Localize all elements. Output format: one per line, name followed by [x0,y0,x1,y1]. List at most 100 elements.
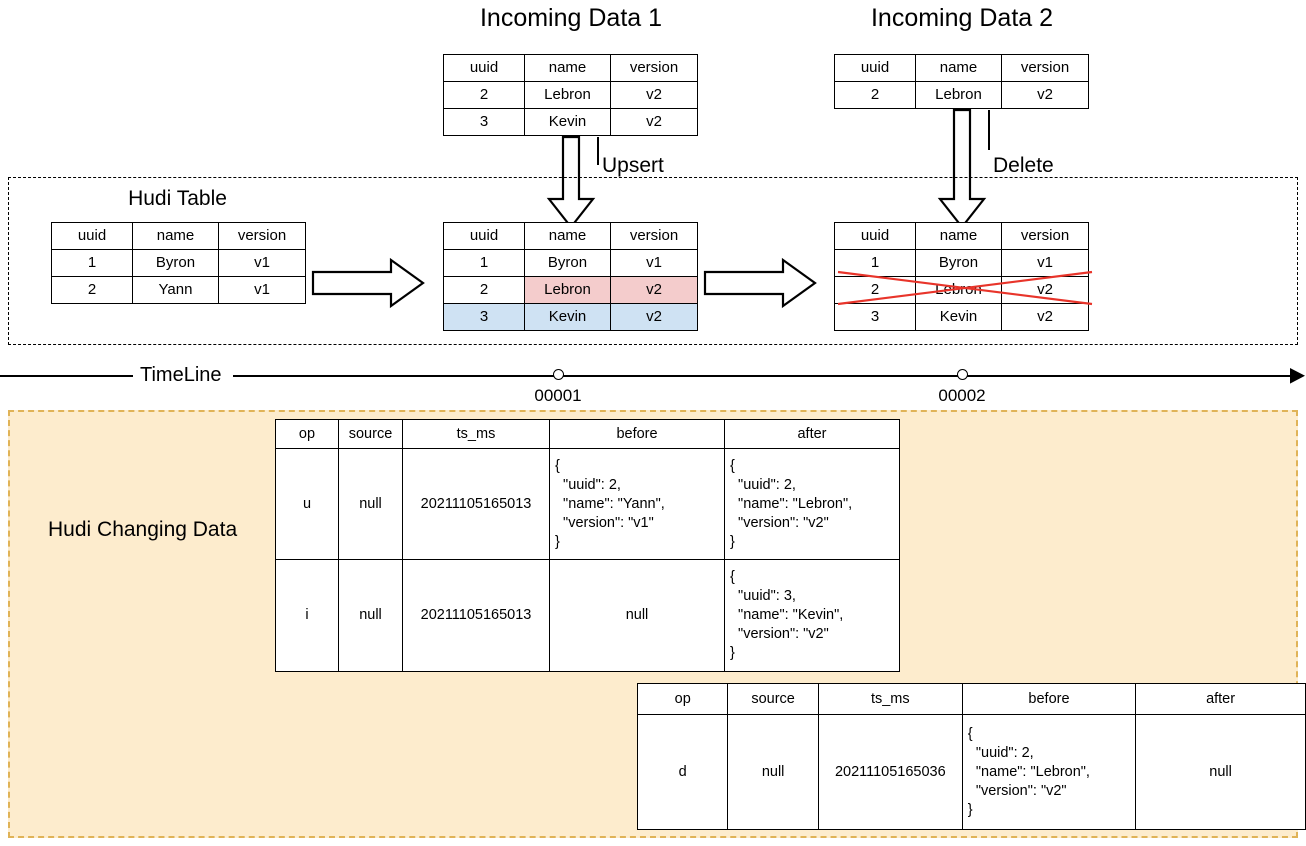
cell-uuid: 3 [443,303,525,331]
column-header-uuid: uuid [443,54,525,82]
table-row: 2 Lebron v2 [834,81,1089,109]
cell-uuid: 1 [443,249,525,277]
table-header-row: uuid name version [443,54,698,82]
table-row: 1 Byron v1 [51,249,306,277]
incoming-data-1-title: Incoming Data 1 [479,4,663,32]
cell-after: null [1135,714,1306,830]
cell-name: Kevin [915,303,1002,331]
table-header-row: op source ts_ms before after [636,683,1306,715]
table-row: 3 Kevin v2 [443,108,698,136]
cell-name: Byron [915,249,1002,277]
table-row: 3 Kevin v2 [834,303,1089,331]
table-row: u null 20211105165013 { "uuid": 2, "name… [275,448,900,560]
column-header-name: name [524,54,611,82]
cell-version: v1 [218,249,306,277]
column-header-name: name [915,54,1002,82]
timeline-line-left [0,375,133,377]
hudi-table-container [8,177,1298,345]
cell-before: null [549,559,725,672]
column-header-source: source [338,419,403,449]
cell-op: d [636,714,729,830]
delete-arrow [934,108,994,229]
table-row-inserted: 3 Kevin v2 [443,303,698,331]
table-header-row: uuid name version [834,222,1089,250]
cell-uuid: 3 [834,303,916,331]
delete-label: Delete [993,154,1054,177]
delete-connector-tick [988,110,990,150]
table-row-updated: 2 Lebron v2 [443,276,698,304]
column-header-ts-ms: ts_ms [817,683,963,715]
timeline-marker-2-label: 00002 [938,386,986,405]
cell-uuid: 3 [443,108,525,136]
cell-uuid: 2 [51,276,133,304]
cell-source: null [727,714,819,830]
hudi-changing-data-label: Hudi Changing Data [48,518,238,541]
cell-before: { "uuid": 2, "name": "Lebron", "version"… [961,714,1137,830]
column-header-op: op [275,419,339,449]
cdc-table-2: op source ts_ms before after d null 2021… [636,683,1306,830]
column-header-op: op [636,683,729,715]
incoming-data-2-table: uuid name version 2 Lebron v2 [834,54,1089,109]
cell-ts-ms: 20211105165013 [402,559,550,672]
table-header-row: uuid name version [443,222,698,250]
column-header-ts-ms: ts_ms [402,419,550,449]
cell-uuid: 2 [834,81,916,109]
cell-name: Lebron [524,81,611,109]
upsert-connector-tick [597,137,599,165]
transition-arrow-1 [311,257,425,309]
column-header-name: name [524,222,611,250]
cell-version: v2 [610,108,698,136]
table-row: 2 Lebron v2 [443,81,698,109]
column-header-uuid: uuid [834,222,916,250]
column-header-uuid: uuid [443,222,525,250]
hudi-table-initial: uuid name version 1 Byron v1 2 Yann v1 [51,222,306,304]
upsert-label: Upsert [602,154,664,177]
table-row: 1 Byron v1 [443,249,698,277]
cell-op: u [275,448,339,560]
cell-source: null [338,559,403,672]
column-header-version: version [1001,54,1089,82]
cell-version: v2 [610,276,698,304]
column-header-version: version [218,222,306,250]
table-header-row: uuid name version [834,54,1089,82]
cell-after: { "uuid": 2, "name": "Lebron", "version"… [724,448,900,560]
column-header-after: after [1135,683,1306,715]
delete-strikethrough-icon [837,268,1094,308]
cell-name: Byron [132,249,219,277]
cell-version: v1 [1001,249,1089,277]
cdc-table-1: op source ts_ms before after u null 2021… [275,419,900,672]
cell-source: null [338,448,403,560]
timeline-label: TimeLine [140,364,222,386]
cell-version: v1 [610,249,698,277]
transition-arrow-2 [703,257,817,309]
table-header-row: op source ts_ms before after [275,419,900,449]
table-row: 2 Yann v1 [51,276,306,304]
cell-op: i [275,559,339,672]
column-header-before: before [549,419,725,449]
cell-version: v2 [1001,303,1089,331]
column-header-uuid: uuid [51,222,133,250]
cell-version: v2 [610,81,698,109]
cell-name: Byron [524,249,611,277]
table-header-row: uuid name version [51,222,306,250]
cell-name: Lebron [915,81,1002,109]
column-header-before: before [961,683,1137,715]
cell-before: { "uuid": 2, "name": "Yann", "version": … [549,448,725,560]
column-header-after: after [724,419,900,449]
timeline-marker-1-dot [553,369,564,380]
table-row: d null 20211105165036 { "uuid": 2, "name… [636,714,1306,830]
hudi-table-title: Hudi Table [128,187,227,210]
column-header-name: name [132,222,219,250]
cell-version: v2 [1001,81,1089,109]
column-header-version: version [610,54,698,82]
cell-name: Lebron [524,276,611,304]
column-header-name: name [915,222,1002,250]
cell-uuid: 2 [443,81,525,109]
upsert-arrow [543,135,603,229]
cell-name: Yann [132,276,219,304]
timeline-line-right [233,375,1296,377]
cell-name: Kevin [524,303,611,331]
timeline-marker-2-dot [957,369,968,380]
cell-after: { "uuid": 3, "name": "Kevin", "version":… [724,559,900,672]
cell-version: v2 [610,303,698,331]
